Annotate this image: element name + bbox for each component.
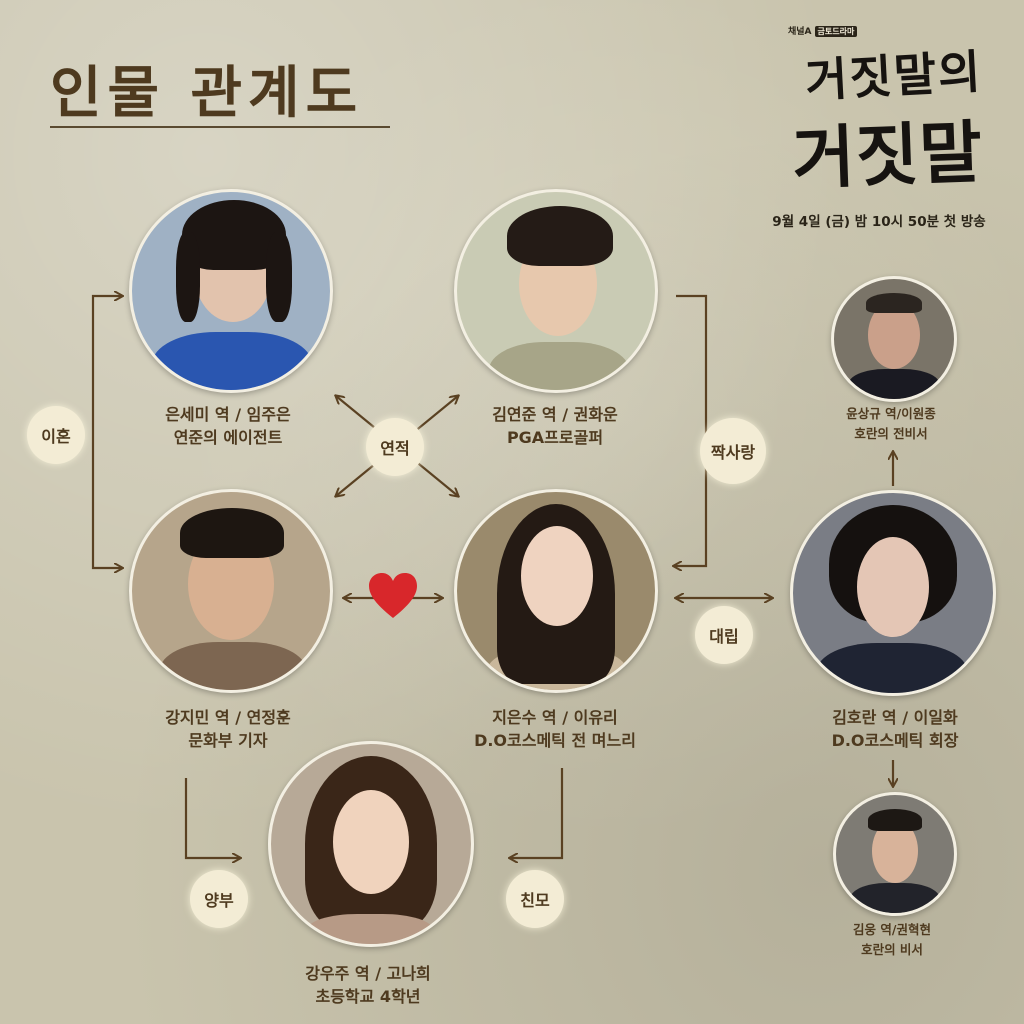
caption-kang-uju: 강우주 역 / 고나희 초등학교 4학년 — [268, 962, 468, 1008]
caption-kim-horan-line1: 김호란 역 / 이일화 — [832, 708, 958, 727]
caption-kim-horan: 김호란 역 / 이일화 D.O코스메틱 회장 — [790, 706, 1000, 752]
caption-ji-eunsu: 지은수 역 / 이유리 D.O코스메틱 전 며느리 — [445, 706, 665, 752]
caption-yun-sanggyu-line1: 윤상규 역/이원종 — [846, 406, 936, 421]
caption-kim-yeonjun-line2: PGA프로골퍼 — [506, 428, 604, 447]
caption-ji-eunsu-line2: D.O코스메틱 전 며느리 — [474, 731, 636, 750]
portrait-yun-sanggyu — [831, 276, 957, 402]
title-underline — [50, 126, 390, 128]
channel-tag: 금토드라마 — [814, 26, 858, 37]
caption-eun-semi: 은세미 역 / 임주은 연준의 에이전트 — [122, 403, 334, 449]
portrait-ji-eunsu — [454, 489, 658, 693]
caption-kang-uju-line1: 강우주 역 / 고나희 — [305, 964, 431, 983]
caption-kim-yeonjun-line1: 김연준 역 / 권화운 — [492, 405, 618, 424]
portrait-kang-uju — [268, 741, 474, 947]
one-sided-line — [674, 294, 708, 566]
adoptive-line — [184, 778, 240, 858]
caption-kang-jimin-line2: 문화부 기자 — [188, 731, 268, 750]
page-title: 인물 관계도 — [50, 61, 364, 126]
caption-kang-uju-line2: 초등학교 4학년 — [315, 987, 421, 1006]
divorce-line — [91, 296, 122, 568]
caption-kim-ung-line2: 호란의 비서 — [861, 942, 923, 957]
heart-icon — [369, 573, 417, 618]
tag-one-sided-love: 짝사랑 — [700, 418, 766, 484]
portrait-kim-horan — [790, 490, 996, 696]
tag-rivals: 연적 — [366, 418, 424, 476]
caption-yun-sanggyu-line2: 호란의 전비서 — [854, 426, 928, 441]
caption-kang-jimin-line1: 강지민 역 / 연정훈 — [165, 708, 291, 727]
portrait-kang-jimin — [129, 489, 333, 693]
portrait-eun-semi — [129, 189, 333, 393]
portrait-kim-ung — [833, 792, 957, 916]
caption-kim-ung-line1: 김웅 역/권혁현 — [853, 922, 931, 937]
airdate: 9월 4일 (금) 밤 10시 50분 첫 방송 — [772, 214, 986, 230]
channel-name: 채널A — [788, 27, 812, 37]
caption-kim-yeonjun: 김연준 역 / 권화운 PGA프로골퍼 — [455, 403, 655, 449]
caption-kang-jimin: 강지민 역 / 연정훈 문화부 기자 — [128, 706, 328, 752]
caption-kim-ung: 김웅 역/권혁현 호란의 비서 — [812, 920, 972, 960]
tag-divorce: 이혼 — [27, 406, 85, 464]
caption-yun-sanggyu: 윤상규 역/이원종 호란의 전비서 — [811, 404, 971, 444]
caption-ji-eunsu-line1: 지은수 역 / 이유리 — [492, 708, 618, 727]
tag-adoptive-father: 양부 — [190, 870, 248, 928]
portrait-kim-yeonjun — [454, 189, 658, 393]
tag-birth-mother: 친모 — [506, 870, 564, 928]
caption-eun-semi-line2: 연준의 에이전트 — [173, 428, 283, 447]
tag-conflict: 대립 — [695, 606, 753, 664]
caption-eun-semi-line1: 은세미 역 / 임주은 — [165, 405, 291, 424]
birth-mother-line — [510, 768, 564, 858]
caption-kim-horan-line2: D.O코스메틱 회장 — [831, 731, 959, 750]
